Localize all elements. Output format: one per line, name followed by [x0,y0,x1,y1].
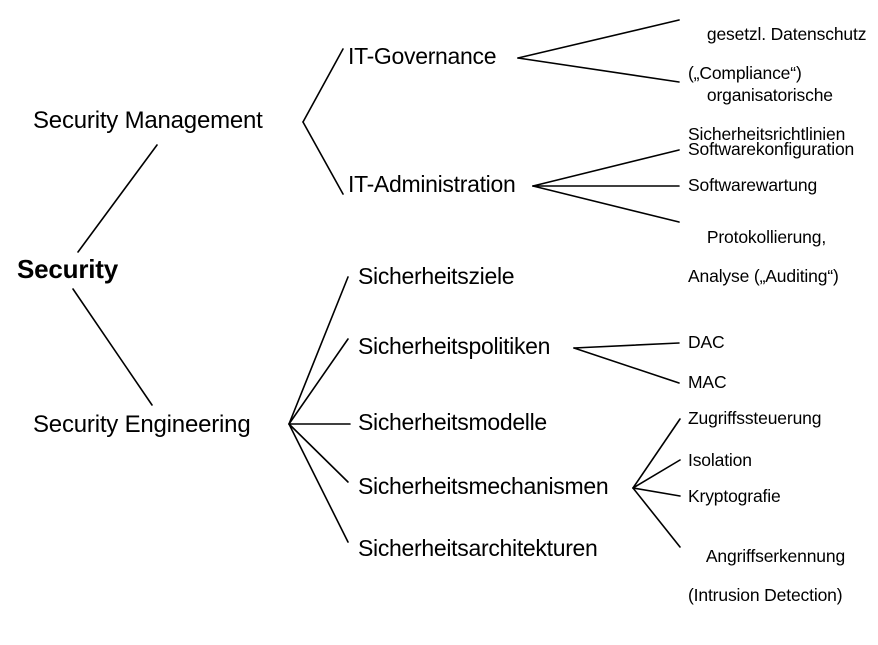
edge-sicherheitsmechanismen-to-isolation [632,459,681,489]
node-softwarekonfiguration[interactable]: Softwarekonfiguration [688,139,855,159]
node-angriffserkennung-line2: (Intrusion Detection) [688,584,843,605]
node-security-root[interactable]: Security [17,254,119,284]
diagram-connector-lines [72,19,681,548]
node-gesetzl-datenschutz-line2: („Compliance“) [688,62,802,83]
node-organisatorische-sicherheitsrichtlinien[interactable]: organisatorische Sicherheitsrichtlinien [688,66,845,184]
edge-sicherheitsmechanismen-to-kryptografie [632,487,681,497]
edge-security-engineering-to-sicherheitsarchitekturen [288,423,349,543]
node-angriffserkennung[interactable]: Angriffserkennung (Intrusion Detection) [688,527,845,645]
node-organisatorische-line1: organisatorische [706,84,833,105]
node-gesetzl-datenschutz[interactable]: gesetzl. Datenschutz („Compliance“) [688,5,866,123]
node-security-engineering[interactable]: Security Engineering [33,411,251,438]
node-angriffserkennung-line1: Angriffserkennung [705,545,846,566]
node-dac[interactable]: DAC [688,332,725,352]
edge-it-administration-to-protokollierung [532,185,680,223]
node-security-management[interactable]: Security Management [33,107,263,134]
node-protokollierung-line2: Analyse („Auditing“) [688,265,839,286]
edge-sicherheitspolitiken-to-mac [573,347,680,384]
edge-sicherheitspolitiken-to-dac [573,342,680,349]
edge-security-to-security-management [77,144,158,253]
edge-sicherheitsmechanismen-to-zugriffssteuerung [632,418,681,489]
edge-security-engineering-to-sicherheitsziele [288,276,349,425]
edge-security-engineering-to-sicherheitsmechanismen [288,423,349,483]
node-softwarewartung[interactable]: Softwarewartung [688,175,818,195]
edge-it-governance-to-gesetzl-datenschutz [517,19,680,59]
node-sicherheitsmechanismen[interactable]: Sicherheitsmechanismen [358,473,609,499]
edge-security-to-security-engineering [72,288,153,406]
node-sicherheitspolitiken[interactable]: Sicherheitspolitiken [358,333,551,359]
edge-security-engineering-to-sicherheitspolitiken [288,338,349,425]
node-mac[interactable]: MAC [688,372,727,392]
node-gesetzl-datenschutz-line1: gesetzl. Datenschutz [706,23,867,44]
node-it-governance[interactable]: IT-Governance [348,43,497,69]
node-sicherheitsziele[interactable]: Sicherheitsziele [358,263,515,289]
edge-security-management-to-it-administration [302,121,344,195]
edge-it-administration-to-softwarekonfiguration [532,149,680,187]
edge-sicherheitsmechanismen-to-angriffserkennung [632,487,681,548]
node-sicherheitsarchitekturen[interactable]: Sicherheitsarchitekturen [358,535,598,561]
node-protokollierung-line1: Protokollierung, [706,226,827,247]
security-taxonomy-diagram: Security Security Management Security En… [17,5,867,605]
node-organisatorische-line2: Sicherheitsrichtlinien [688,123,846,144]
node-sicherheitsmodelle[interactable]: Sicherheitsmodelle [358,409,547,435]
node-kryptografie[interactable]: Kryptografie [688,486,781,506]
edge-security-management-to-it-governance [302,48,344,123]
node-isolation[interactable]: Isolation [688,450,752,470]
node-protokollierung-analyse[interactable]: Protokollierung, Analyse („Auditing“) [688,208,839,326]
edge-it-governance-to-organisatorische-richtlinien [517,57,680,83]
node-it-administration[interactable]: IT-Administration [348,171,516,197]
node-zugriffssteuerung[interactable]: Zugriffssteuerung [688,408,822,428]
